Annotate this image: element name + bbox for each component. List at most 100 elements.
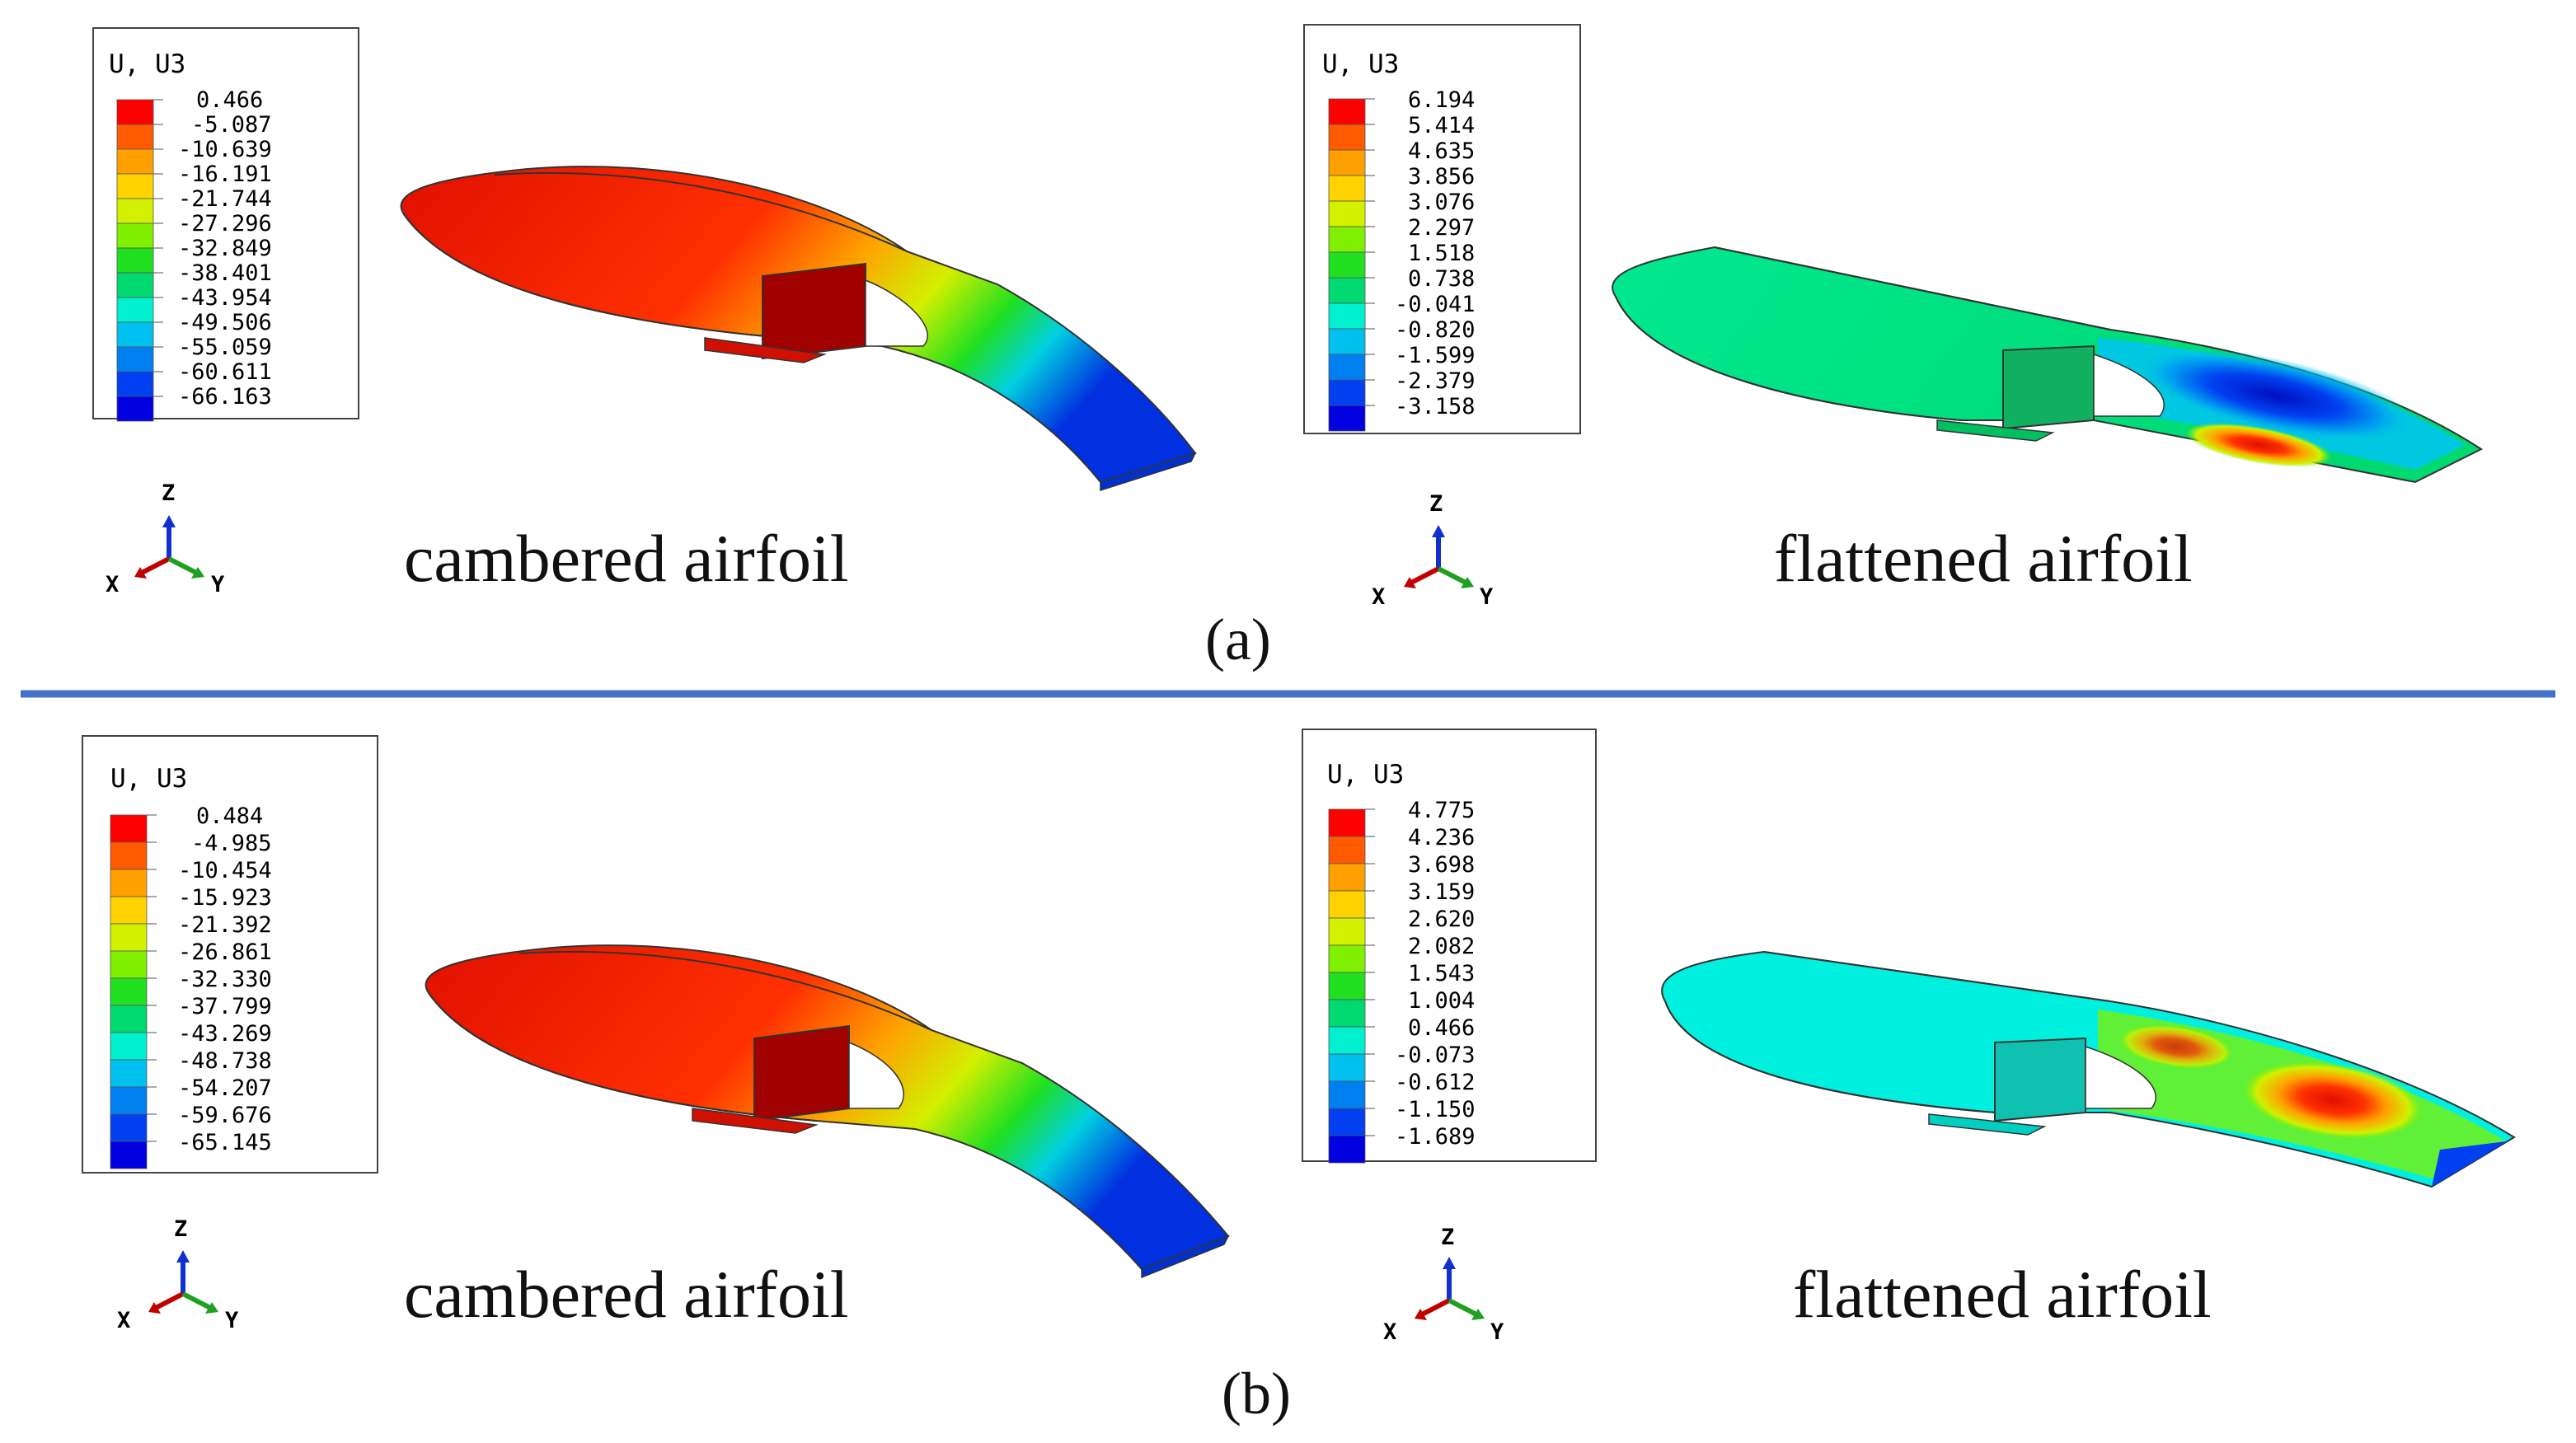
legend-color-bar bbox=[1328, 98, 1375, 432]
legend-swatch bbox=[1328, 863, 1366, 892]
legend-value: 0.466 bbox=[1408, 1015, 1475, 1041]
legend-value: -26.861 bbox=[178, 939, 272, 965]
axis-y-label: Y bbox=[1480, 584, 1494, 610]
legend-swatch bbox=[116, 272, 154, 298]
legend-title: U, U3 bbox=[110, 764, 187, 794]
legend-swatch bbox=[110, 841, 148, 870]
axis-y-label: Y bbox=[211, 572, 225, 597]
axis-triad: Z X Y bbox=[117, 1216, 239, 1333]
legend-value: 1.004 bbox=[1408, 988, 1475, 1014]
legend-swatch bbox=[110, 1086, 148, 1115]
legend-value: 3.159 bbox=[1408, 879, 1475, 905]
legend-swatch bbox=[1328, 379, 1366, 406]
legend-swatch bbox=[110, 814, 148, 843]
flattened-airfoil-model bbox=[1661, 950, 2516, 1188]
legend-swatch bbox=[1328, 1053, 1366, 1082]
legend-value: -38.401 bbox=[178, 260, 272, 286]
legend-swatch bbox=[1328, 890, 1366, 919]
cambered-airfoil-model bbox=[400, 166, 1197, 492]
legend-value: 3.076 bbox=[1408, 190, 1475, 215]
axis-z-label: Z bbox=[1429, 491, 1443, 517]
legend-value: -21.392 bbox=[178, 912, 272, 938]
legend-swatch bbox=[1328, 175, 1366, 202]
legend-swatch bbox=[1328, 917, 1366, 946]
legend-swatch bbox=[116, 396, 154, 422]
caption-flattened-airfoil: flattened airfoil bbox=[1793, 1257, 2212, 1332]
legend-swatch bbox=[1328, 328, 1366, 355]
legend-value: -0.820 bbox=[1395, 317, 1476, 343]
legend-value: 2.620 bbox=[1408, 907, 1475, 932]
legend-swatch bbox=[1328, 1108, 1366, 1136]
subfigure-label-b: (b) bbox=[1222, 1361, 1291, 1427]
axis-x-label: X bbox=[106, 572, 119, 597]
legend-swatch bbox=[1328, 972, 1366, 1000]
legend-swatch bbox=[116, 148, 154, 175]
panel-a: U, U3 0.466 -5.087 -10.639 -16.191 -21.7… bbox=[92, 24, 2484, 672]
legend-swatch bbox=[110, 1005, 148, 1033]
legend-swatch bbox=[116, 346, 154, 372]
legend-swatch bbox=[1328, 200, 1366, 227]
legend-value: -3.158 bbox=[1395, 394, 1476, 419]
legend-swatch bbox=[1328, 944, 1366, 973]
legend-swatch bbox=[116, 247, 154, 274]
legend-value: 0.466 bbox=[196, 87, 263, 113]
legend-value: -21.744 bbox=[178, 186, 272, 212]
axis-z-label: Z bbox=[162, 480, 175, 506]
legend-value: 3.698 bbox=[1408, 852, 1475, 878]
legend-swatch bbox=[116, 321, 154, 348]
legend-value: -49.506 bbox=[178, 310, 272, 335]
legend-value: 2.297 bbox=[1408, 215, 1475, 241]
legend-value: 0.738 bbox=[1408, 266, 1475, 292]
legend-value: -10.454 bbox=[178, 858, 272, 883]
axis-y-label: Y bbox=[225, 1308, 239, 1333]
legend-swatch bbox=[1328, 149, 1366, 176]
legend-swatch bbox=[110, 950, 148, 979]
legend-swatch bbox=[116, 223, 154, 249]
panel-b: U, U3 0.484 -4.985 -10.454 -15.923 -21.3… bbox=[82, 729, 2516, 1427]
legend-value: -2.379 bbox=[1395, 368, 1476, 394]
legend-value: 3.856 bbox=[1408, 164, 1475, 190]
legend-value: -1.599 bbox=[1395, 343, 1476, 368]
legend-swatch bbox=[1328, 405, 1366, 432]
legend-title: U, U3 bbox=[109, 49, 185, 79]
legend-value: -27.296 bbox=[178, 211, 272, 237]
axis-y-label: Y bbox=[1490, 1319, 1504, 1345]
legend-value: -32.849 bbox=[178, 236, 272, 261]
legend-value: -0.612 bbox=[1395, 1070, 1476, 1095]
legend-value: -43.269 bbox=[178, 1021, 272, 1047]
legend-value: -1.150 bbox=[1395, 1097, 1476, 1122]
legend-value: 4.236 bbox=[1408, 825, 1475, 850]
legend-swatch bbox=[1328, 836, 1366, 864]
legend-swatch bbox=[116, 124, 154, 150]
axis-z-label: Z bbox=[174, 1216, 187, 1242]
legend-value: -66.163 bbox=[178, 384, 272, 410]
legend-swatch bbox=[110, 1059, 148, 1088]
legend-value: 4.775 bbox=[1408, 798, 1475, 823]
legend-swatch bbox=[110, 977, 148, 1006]
legend-swatch bbox=[1328, 1026, 1366, 1055]
legend-swatch bbox=[110, 1113, 148, 1142]
legend-title: U, U3 bbox=[1327, 760, 1404, 789]
legend-value: -48.738 bbox=[178, 1048, 272, 1074]
legend-a-right: U, U3 6.194 5.414 4.635 3.856 3.076 2.29… bbox=[1303, 24, 1581, 434]
axis-x-label: X bbox=[1383, 1319, 1396, 1345]
legend-value: 1.518 bbox=[1408, 241, 1475, 266]
legend-values: 0.466 -5.087 -10.639 -16.191 -21.744 -27… bbox=[178, 87, 272, 410]
legend-swatch bbox=[116, 297, 154, 323]
legend-value: 4.635 bbox=[1408, 138, 1475, 164]
legend-value: -1.689 bbox=[1395, 1124, 1476, 1150]
axis-x-label: X bbox=[1372, 584, 1385, 610]
legend-value: -16.191 bbox=[178, 162, 272, 187]
legend-swatch bbox=[1328, 124, 1366, 151]
legend-b-right: U, U3 4.775 4.236 3.698 3.159 2.620 2.08… bbox=[1302, 729, 1597, 1164]
legend-value: -4.985 bbox=[191, 831, 272, 856]
legend-value: 2.082 bbox=[1408, 934, 1475, 959]
legend-a-left: U, U3 0.466 -5.087 -10.639 -16.191 -21.7… bbox=[92, 27, 359, 422]
legend-swatch bbox=[1328, 354, 1366, 381]
legend-values: 4.775 4.236 3.698 3.159 2.620 2.082 1.54… bbox=[1395, 798, 1476, 1150]
legend-swatch bbox=[1328, 251, 1366, 279]
legend-value: -55.059 bbox=[178, 335, 272, 360]
axis-triad: Z X Y bbox=[1383, 1225, 1504, 1345]
legend-value: -0.073 bbox=[1395, 1042, 1476, 1068]
caption-cambered-airfoil: cambered airfoil bbox=[404, 521, 849, 596]
